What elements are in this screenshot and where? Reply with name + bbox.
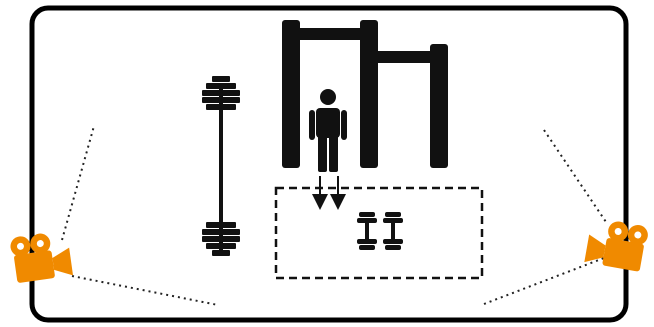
right-camera-view-lower xyxy=(484,258,604,304)
left-camera-view-lower xyxy=(72,276,218,305)
person-icon xyxy=(309,89,347,172)
left-camera-view-upper xyxy=(62,126,94,240)
dumbbell-icon xyxy=(357,212,403,250)
camera-icon xyxy=(584,217,649,272)
right-camera-view-upper xyxy=(544,130,606,222)
camera-icon xyxy=(9,230,73,284)
pull-up-bars-icon xyxy=(282,20,448,168)
barbell-icon xyxy=(202,76,240,256)
dumbbell-zone xyxy=(276,188,482,278)
